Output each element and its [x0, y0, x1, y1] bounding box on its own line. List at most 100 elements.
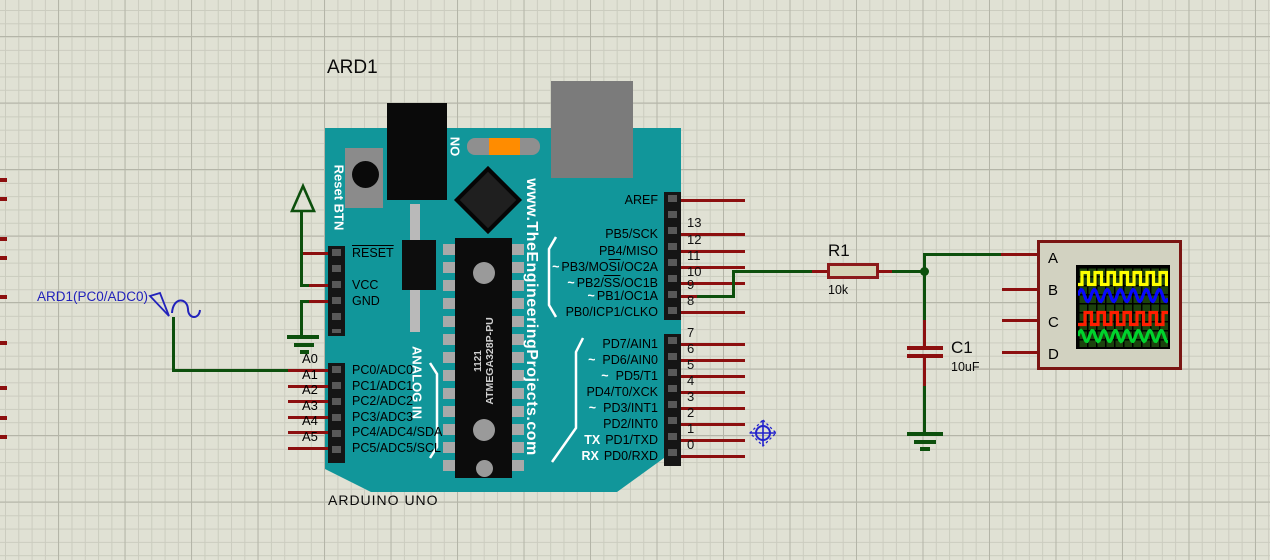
right-lower-header [664, 334, 681, 466]
pin-stub-gnd[interactable] [309, 300, 328, 303]
pin-label-gnd: GND [352, 294, 380, 308]
wire-gnd[interactable] [301, 300, 311, 303]
clipped-pin-stub [0, 237, 7, 241]
capacitor-lead [923, 320, 926, 347]
scope-pin-b[interactable] [1002, 288, 1037, 291]
pin-number-9: 9 [687, 277, 695, 292]
wire-vcc[interactable] [300, 211, 303, 287]
pin-outer-a0: A0 [302, 351, 318, 366]
pin-stub-3[interactable] [681, 407, 745, 410]
wire-pin9-r1[interactable] [732, 270, 814, 273]
pin-stub-a0[interactable] [288, 369, 328, 372]
wire-vcc[interactable] [300, 284, 312, 287]
pin-stub-a3[interactable] [288, 416, 328, 419]
pin-stub-aref[interactable] [681, 199, 745, 202]
pin-number-4: 4 [687, 373, 695, 388]
pin-stub-1[interactable] [681, 439, 745, 442]
ground-symbol[interactable] [907, 432, 943, 436]
pin-number-2: 2 [687, 405, 695, 420]
pin-stub-9[interactable] [681, 295, 700, 298]
pin-stub-2[interactable] [681, 423, 745, 426]
ground-symbol[interactable] [287, 335, 319, 339]
voltage-regulator[interactable] [402, 240, 436, 290]
wire-pin9-r1[interactable] [732, 270, 735, 298]
pin-stub-a2[interactable] [288, 400, 328, 403]
power-arrow-icon[interactable] [290, 182, 316, 214]
power-jack[interactable] [387, 103, 447, 200]
pin-stub-a4[interactable] [288, 431, 328, 434]
pin-outer-a1: A1 [302, 367, 318, 382]
left-analog-header [328, 363, 345, 463]
pin-label-pb4: PB4/MISO [598, 244, 658, 258]
clipped-pin-stub [0, 178, 7, 182]
clipped-pin-stub [0, 341, 7, 345]
pin-label-pc2: PC2/ADC2 [352, 394, 414, 408]
oscilloscope-body[interactable]: A B C D [1037, 240, 1182, 370]
resistor-value[interactable]: 10k [828, 283, 849, 297]
ground-symbol [914, 440, 936, 444]
pin-label-pc0: PC0/ADC0 [352, 363, 414, 377]
sine-source-icon[interactable] [143, 286, 207, 324]
pin-stub-4[interactable] [681, 391, 745, 394]
scope-trace-b [1078, 287, 1168, 304]
pin-stub-7[interactable] [681, 343, 745, 346]
pin-label-pd2: PD2/INT0 [603, 417, 658, 431]
scope-pin-a[interactable] [1001, 253, 1037, 256]
source-terminal-label[interactable]: ARD1(PC0/ADC0) [37, 289, 149, 304]
pin-stub-vcc[interactable] [309, 284, 328, 287]
wire-junction-scope[interactable] [923, 253, 926, 273]
pin-label-pb1: ~PB1/OC1A [587, 289, 658, 303]
wire-source-a0[interactable] [172, 369, 290, 372]
pin-stub-10[interactable] [681, 282, 745, 285]
power-led-lit [489, 138, 520, 155]
wire-gnd[interactable] [300, 300, 303, 337]
capacitor-value[interactable]: 10uF [951, 360, 980, 374]
scope-waveforms [1078, 270, 1168, 344]
ground-symbol [300, 350, 309, 354]
pin-stub-a1[interactable] [288, 385, 328, 388]
capacitor-plate[interactable] [907, 346, 943, 350]
wire-junction-scope[interactable] [923, 253, 1003, 256]
pin-stub-13[interactable] [681, 233, 745, 236]
pin-stub-0[interactable] [681, 455, 745, 458]
pin-stub-5[interactable] [681, 375, 745, 378]
pin-number-5: 5 [687, 357, 695, 372]
wire-junction-c1[interactable] [923, 272, 926, 322]
pin-stub-reset[interactable] [303, 252, 328, 255]
capacitor-ref[interactable]: C1 [951, 338, 973, 357]
arduino-ref[interactable]: ARD1 [327, 57, 378, 78]
pin-outer-a4: A4 [302, 413, 318, 428]
pin-number-10: 10 [687, 264, 702, 279]
pin-label-pc3: PC3/ADC3 [352, 410, 414, 424]
regulator-lead [410, 290, 420, 332]
chip-pads-right [512, 244, 524, 472]
clipped-pin-stub [0, 386, 7, 390]
origin-marker-icon[interactable] [745, 415, 781, 451]
pin-number-1: 1 [687, 421, 695, 436]
wire-source-a0[interactable] [172, 317, 175, 372]
wire-r1-junction[interactable] [892, 270, 926, 273]
pin-label-pd6: ~PD6/AIN0 [588, 353, 658, 367]
resistor-ref[interactable]: R1 [828, 241, 850, 260]
capacitor-plate[interactable] [907, 354, 943, 358]
scope-pin-d[interactable] [1002, 351, 1037, 354]
reset-button-cap[interactable] [352, 161, 379, 188]
wire-c1-ground[interactable] [923, 386, 926, 434]
pin-label-pb2: ~PB2/SS/OC1B [567, 276, 658, 290]
on-label: ON [447, 136, 463, 157]
scope-pin-c[interactable] [1002, 319, 1037, 322]
right-upper-header [664, 192, 681, 320]
pin-number-8: 8 [687, 293, 695, 308]
usb-connector[interactable] [551, 81, 633, 178]
pin-stub-6[interactable] [681, 359, 745, 362]
pin-stub-8[interactable] [681, 311, 745, 314]
pin-stub-12[interactable] [681, 250, 745, 253]
capacitor-lead [923, 358, 926, 388]
pin-stub-a5[interactable] [288, 447, 328, 450]
pin-stub-11[interactable] [681, 266, 745, 269]
pin-outer-a2: A2 [302, 382, 318, 397]
pin-label-pc1: PC1/ADC1 [352, 379, 414, 393]
wire-pin9-r1[interactable] [697, 295, 735, 298]
resistor-body[interactable] [827, 263, 879, 279]
scope-channel-b: B [1048, 282, 1059, 299]
